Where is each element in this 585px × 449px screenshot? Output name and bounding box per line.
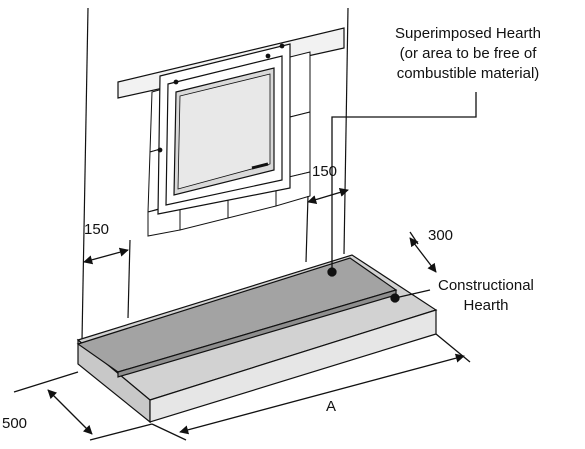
superimposed-hearth-label-line1: Superimposed Hearth — [395, 25, 541, 42]
dim-150-left-label: 150 — [84, 221, 109, 238]
dim-a-extension-right — [435, 333, 471, 363]
superimposed-hearth-label-line2: (or area to be free of — [400, 45, 538, 62]
screw-icon — [279, 43, 285, 49]
stove-insert — [157, 43, 291, 215]
stove-glass-inner — [177, 73, 271, 190]
screw-icon — [157, 147, 163, 153]
dim-150-left-arrow — [83, 247, 129, 265]
leader-dot — [390, 293, 400, 303]
dim-a-arrow — [179, 353, 465, 435]
recess-right-edge — [305, 195, 309, 263]
dim-150-right-label: 150 — [312, 163, 337, 180]
constructional-hearth-label-line2: Hearth — [463, 297, 508, 314]
leader-dot — [327, 267, 337, 277]
dim-300-extension — [409, 231, 419, 245]
recess-left-edge — [127, 239, 131, 319]
dim-500-arrow — [47, 389, 93, 435]
dim-300-arrow — [409, 237, 437, 273]
dim-500-label: 500 — [2, 415, 27, 432]
constructional-leader — [394, 289, 431, 299]
dimension-lines — [13, 187, 471, 441]
stove-handle — [251, 162, 269, 170]
recess-edges — [127, 195, 309, 319]
screw-icon — [173, 79, 179, 85]
dim-a-label: A — [326, 398, 336, 415]
superimposed-leader — [331, 92, 477, 272]
screw-icon — [265, 53, 271, 59]
dim-300-label: 300 — [428, 227, 453, 244]
superimposed-hearth-label-line3: combustible material) — [397, 65, 540, 82]
dim-500-extension-top — [13, 371, 79, 393]
dim-a-extension-left — [151, 423, 187, 441]
dim-150-right-arrow — [307, 187, 349, 205]
labels: Superimposed Hearth (or area to be free … — [2, 25, 541, 432]
dim-500-extension-bottom — [89, 423, 153, 441]
wall-right-edge — [343, 7, 349, 255]
constructional-hearth-label-line1: Constructional — [438, 277, 534, 294]
wall-left-edge — [81, 7, 89, 341]
